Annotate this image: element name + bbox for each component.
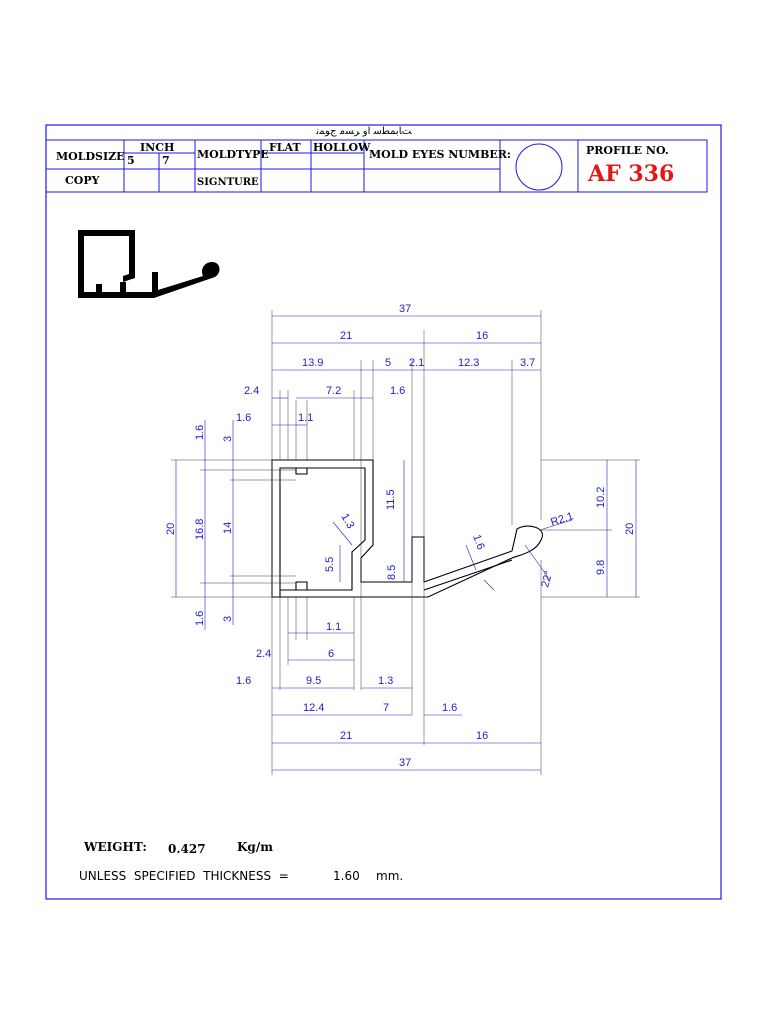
dimension-lines-vertical [175,420,637,630]
title-block [45,139,708,193]
dim-b2-b: 6 [328,648,334,660]
profile-no-value: AF 336 [587,161,674,187]
dim-right-total: 20 [624,523,636,535]
dim-top-total: 37 [399,303,411,315]
dim-top-left: 21 [340,330,352,342]
dim-b4-a: 12.4 [303,702,324,714]
weight-label: WEIGHT: [83,840,147,854]
moldsize-label: MOLDSIZE [56,150,125,163]
dim-r4-c: 1.6 [390,385,405,397]
copy-label: COPY [65,174,100,187]
thickness-label: UNLESS SPECIFIED THICKNESS = [79,869,289,883]
dim-r3-c: 2.1 [409,357,424,369]
profile-outline [271,459,543,598]
inch-value-2: 7 [162,154,170,167]
dim-left-bot-a: 1.6 [194,611,206,626]
dim-left-top-b: 3 [222,436,234,442]
moldtype-label: MOLDTYPE [197,148,269,161]
dim-r3-d: 12.3 [458,357,479,369]
thickness-value: 1.60 [333,869,360,883]
thickness-unit: mm. [376,869,403,883]
dim-r5-a: 1.6 [236,412,251,424]
dim-b4-c: 1.6 [442,702,457,714]
dim-radius: R2.1 [549,510,575,529]
dim-inner-16: 1.6 [470,533,487,551]
dim-left-inner: 16.8 [194,519,206,540]
dim-bottom-right: 16 [476,730,488,742]
mold-eyes-label: MOLD EYES NUMBER: [369,148,511,161]
profile-thumbnail [78,230,220,298]
dim-angle: 22° [539,570,555,589]
dim-b2-a: 2.4 [256,648,271,660]
top-caption: ﺖﺎﺑﻤﻄﺳ ﺍﻭ ﺮﺴﻣ ﺝﻮﻤﻧ [315,126,411,137]
inch-value-1: 5 [127,154,135,167]
dimension-lines-bottom [272,632,541,771]
dim-bottom-total: 37 [399,757,411,769]
weight-value: 0.427 [168,842,206,856]
dim-b3-c: 1.3 [378,675,393,687]
profile-no-label: PROFILE NO. [586,144,669,157]
dim-r3-e: 3.7 [520,357,535,369]
dim-bottom-left: 21 [340,730,352,742]
hollow-label: HOLLOW [313,141,371,154]
extension-lines [171,310,640,775]
mold-eyes-circle [515,143,563,191]
dim-top-right: 16 [476,330,488,342]
dim-r3-b: 5 [385,357,391,369]
dim-left-top-a: 1.6 [194,425,206,440]
dim-r4-b: 7.2 [326,385,341,397]
dim-r5-b: 1.1 [298,412,313,424]
dim-r4-a: 2.4 [244,385,259,397]
dim-b3-a: 1.6 [236,675,251,687]
flat-label: FLAT [269,141,301,154]
dim-left-total: 20 [165,523,177,535]
dim-inner-115: 11.5 [385,489,397,510]
dim-b3-b: 9.5 [306,675,321,687]
dim-right-top: 10.2 [595,487,607,508]
weight-unit: Kg/m [237,840,273,854]
signature-label: SIGNTURE [197,177,259,188]
dim-r3-a: 13.9 [302,357,323,369]
dim-inner-85: 8.5 [386,565,398,580]
outer-frame [45,124,722,900]
inch-label: INCH [140,141,174,154]
dim-left-inner2: 14 [222,522,234,534]
dim-b4-b: 7 [383,702,389,714]
dim-right-bot: 9.8 [595,560,607,575]
dim-left-bot-b: 3 [222,616,234,622]
dim-b1-a: 1.1 [326,621,341,633]
dimension-lines-top [272,315,541,426]
dim-inner-55: 5.5 [324,557,336,572]
dim-inner-13: 1.3 [338,512,356,531]
